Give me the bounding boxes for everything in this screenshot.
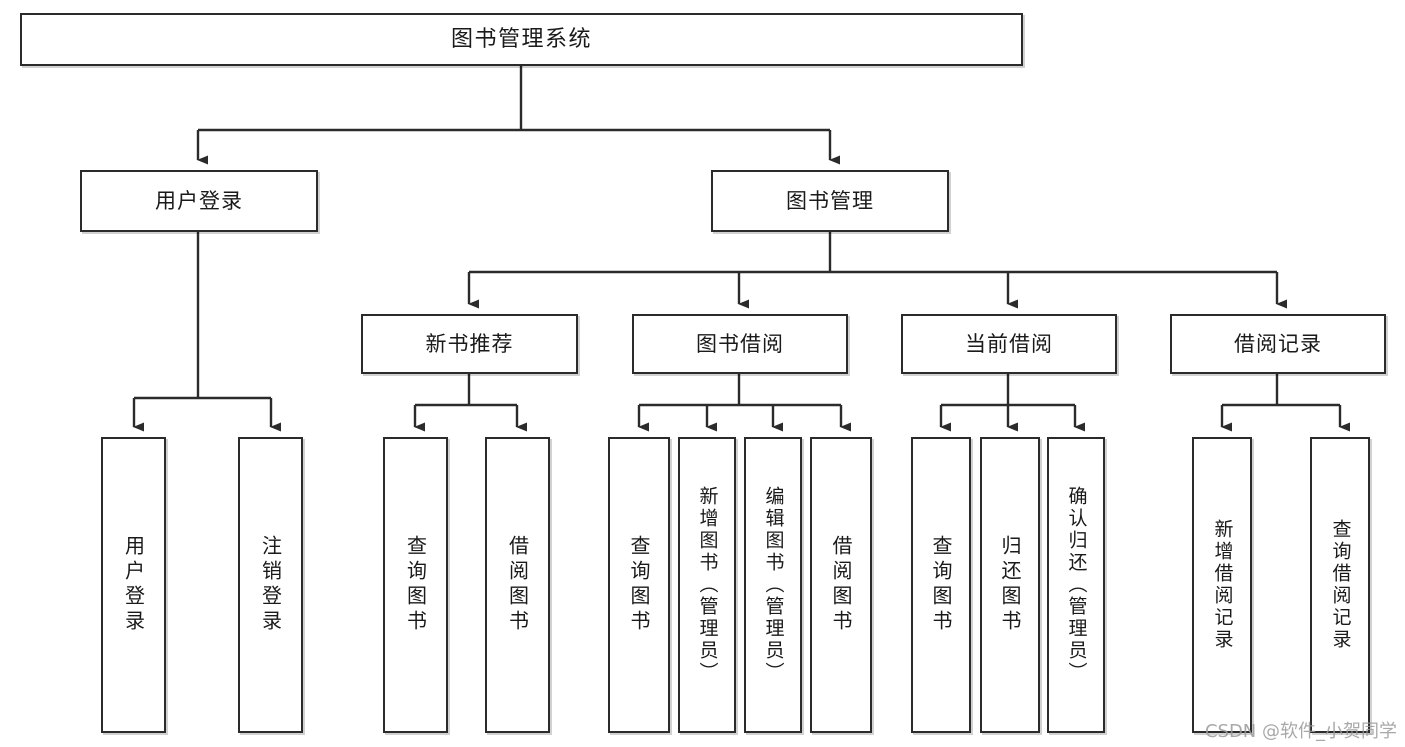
node-leaf-borrow-book-1[interactable]: 借阅图书 bbox=[485, 437, 550, 733]
node-leaf-confirm-return[interactable]: 确认归还（管理员） bbox=[1047, 437, 1105, 733]
node-leaf-add-book[interactable]: 新增图书（管理员） bbox=[678, 437, 736, 733]
node-leaf-query-record[interactable]: 查询借阅记录 bbox=[1310, 437, 1370, 733]
node-leaf-add-book-label: 新增图书（管理员） bbox=[696, 486, 719, 684]
node-leaf-borrow-book-2[interactable]: 借阅图书 bbox=[810, 437, 872, 733]
node-leaf-add-record-label: 新增借阅记录 bbox=[1211, 519, 1234, 651]
node-leaf-return-book-label: 归还图书 bbox=[998, 535, 1022, 635]
node-new-book-recommend[interactable]: 新书推荐 bbox=[361, 314, 578, 374]
node-leaf-query-book-2-label: 查询图书 bbox=[627, 535, 651, 635]
node-current-borrow[interactable]: 当前借阅 bbox=[901, 314, 1117, 374]
node-leaf-query-book-1-label: 查询图书 bbox=[403, 535, 428, 635]
node-current-borrow-label: 当前借阅 bbox=[965, 331, 1053, 356]
node-leaf-borrow-book-2-label: 借阅图书 bbox=[829, 535, 853, 635]
node-root-system[interactable]: 图书管理系统 bbox=[20, 13, 1023, 66]
node-leaf-logout-login[interactable]: 注销登录 bbox=[238, 437, 303, 733]
node-book-borrow[interactable]: 图书借阅 bbox=[632, 314, 848, 374]
node-user-login[interactable]: 用户登录 bbox=[80, 170, 318, 232]
node-leaf-edit-book-label: 编辑图书（管理员） bbox=[762, 486, 785, 684]
node-leaf-add-record[interactable]: 新增借阅记录 bbox=[1192, 437, 1252, 733]
node-leaf-user-login-label: 用户登录 bbox=[121, 535, 146, 635]
node-leaf-query-book-3[interactable]: 查询图书 bbox=[911, 437, 971, 733]
node-leaf-return-book[interactable]: 归还图书 bbox=[980, 437, 1040, 733]
node-leaf-query-book-1[interactable]: 查询图书 bbox=[383, 437, 448, 733]
csdn-watermark: CSDN @软件_小贺同学 bbox=[1204, 721, 1397, 742]
node-leaf-query-book-2[interactable]: 查询图书 bbox=[608, 437, 670, 733]
node-leaf-user-login[interactable]: 用户登录 bbox=[101, 437, 166, 733]
node-new-book-recommend-label: 新书推荐 bbox=[425, 331, 514, 356]
node-borrow-record[interactable]: 借阅记录 bbox=[1170, 314, 1386, 374]
node-leaf-query-book-3-label: 查询图书 bbox=[929, 535, 953, 635]
node-root-system-label: 图书管理系统 bbox=[450, 26, 592, 52]
node-book-borrow-label: 图书借阅 bbox=[696, 331, 784, 356]
node-leaf-borrow-book-1-label: 借阅图书 bbox=[505, 535, 530, 635]
node-book-manage-label: 图书管理 bbox=[786, 188, 874, 213]
node-leaf-edit-book[interactable]: 编辑图书（管理员） bbox=[744, 437, 802, 733]
node-borrow-record-label: 借阅记录 bbox=[1234, 331, 1322, 356]
node-user-login-label: 用户登录 bbox=[155, 188, 243, 213]
node-leaf-logout-login-label: 注销登录 bbox=[258, 535, 283, 635]
node-leaf-confirm-return-label: 确认归还（管理员） bbox=[1065, 486, 1088, 684]
node-leaf-query-record-label: 查询借阅记录 bbox=[1329, 519, 1352, 651]
node-book-manage[interactable]: 图书管理 bbox=[711, 170, 949, 232]
